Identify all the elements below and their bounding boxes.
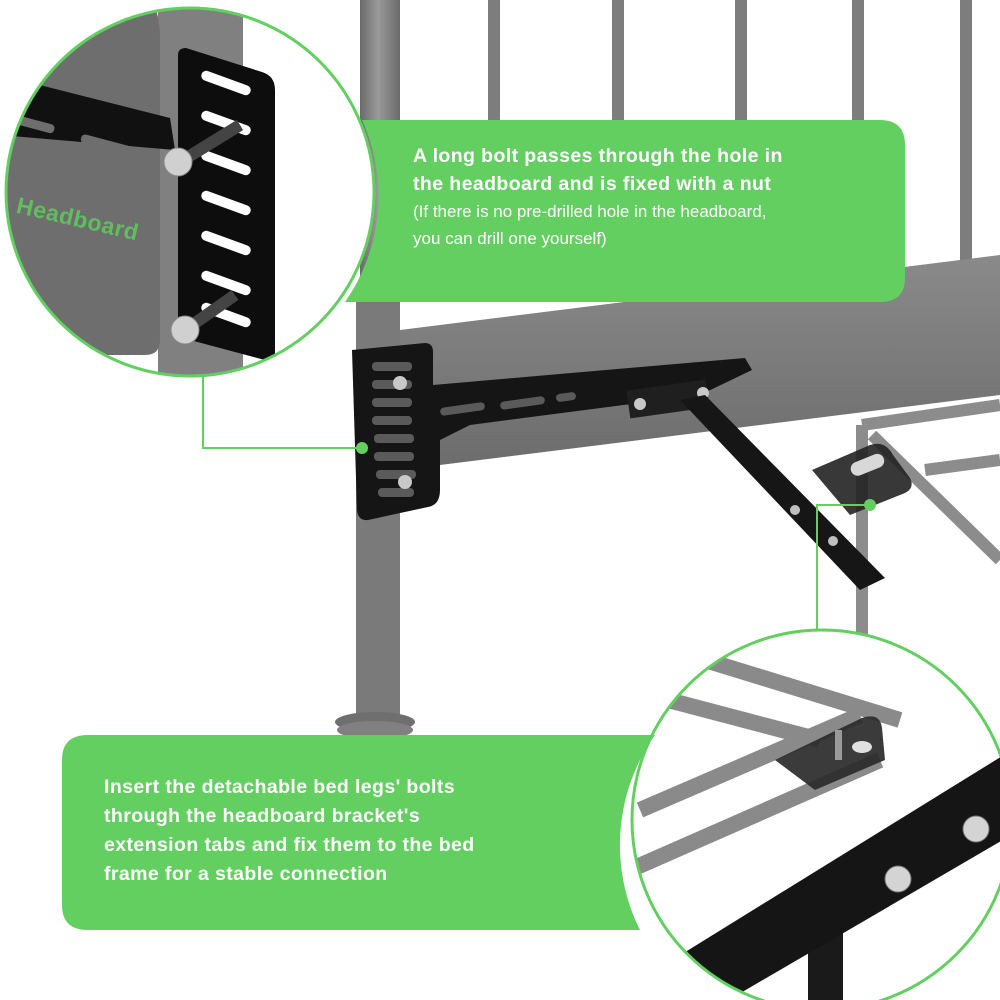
- callout-bottom-background: [62, 735, 655, 930]
- callout-bottom-line-1: Insert the detachable bed legs' bolts: [104, 776, 456, 798]
- callout-top: A long bolt passes through the hole in t…: [413, 142, 893, 252]
- callout-top-note-line-1: (If there is no pre-drilled hole in the …: [413, 202, 767, 221]
- callout-top-title-line-2: the headboard and is fixed with a nut: [413, 173, 772, 195]
- connector-line-bracket: [202, 376, 362, 449]
- callout-bottom-line-2: through the headboard bracket's: [104, 805, 421, 827]
- callout-bottom-line-3: extension tabs and fix them to the bed: [104, 834, 475, 856]
- callout-top-background: [345, 120, 905, 302]
- side-frame: [856, 399, 1000, 660]
- inset-border-bottom-right: [630, 628, 1000, 1000]
- callout-top-note-line-2: you can drill one yourself): [413, 229, 607, 248]
- callout-bottom: Insert the detachable bed legs' bolts th…: [104, 773, 624, 889]
- connector-line-tab: [816, 504, 870, 630]
- headboard-bracket: [352, 343, 912, 590]
- inset-leg-detail: [632, 630, 1000, 1000]
- callout-top-title-line-1: A long bolt passes through the hole in: [413, 145, 783, 167]
- inset-headboard-detail: [6, 8, 374, 376]
- inset-border-top-left: [4, 6, 376, 378]
- callout-bottom-line-4: frame for a stable connection: [104, 863, 388, 885]
- connector-dot-tab: [864, 499, 876, 511]
- connector-dot-bracket: [356, 442, 368, 454]
